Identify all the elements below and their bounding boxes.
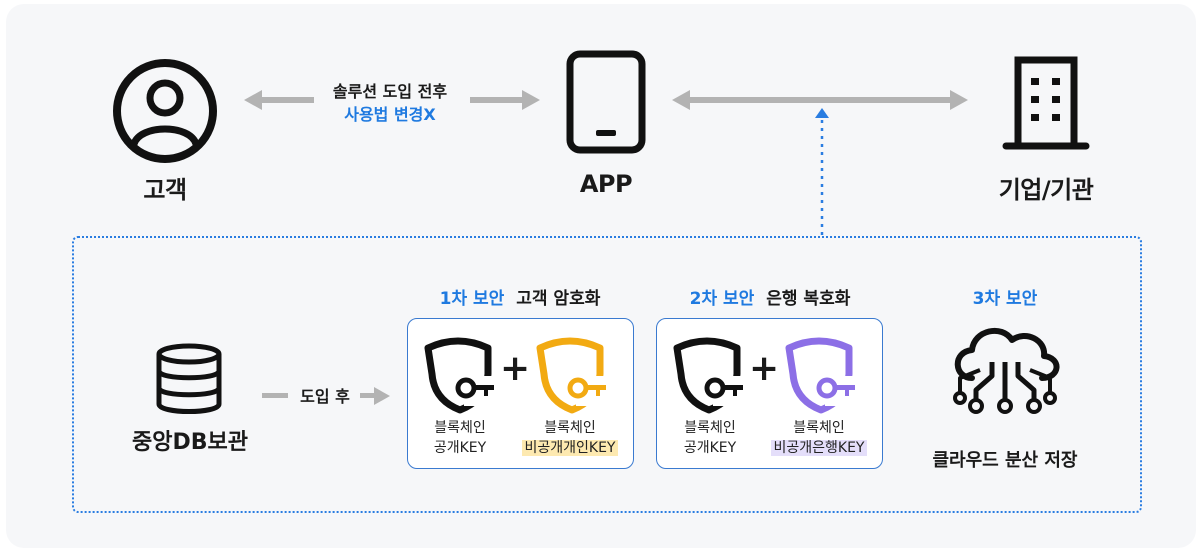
security1-num: 1차 보안	[439, 289, 505, 309]
security1-key-b-line2: 비공개개인KEY	[521, 440, 619, 456]
shield-key-icon	[785, 337, 855, 414]
after-intro-arrow	[262, 387, 390, 405]
customer-app-arrow	[244, 90, 540, 110]
security1-key-a: 블록체인 공개KEY	[415, 418, 505, 458]
institution-label: 기업/기관	[998, 176, 1094, 204]
security2-key-b: 블록체인 비공개은행KEY	[757, 418, 881, 458]
security2-key-b-line2: 비공개은행KEY	[770, 440, 868, 456]
shield-key-icon	[424, 337, 494, 414]
database-icon	[156, 343, 222, 414]
cloud-storage-label: 클라우드 분산 저장	[932, 450, 1078, 471]
security1-desc: 고객 암호화	[516, 289, 601, 309]
security1-key-b: 블록체인 비공개개인KEY	[508, 418, 632, 458]
security2-plus: +	[749, 348, 780, 389]
security2-key-b-line1: 블록체인	[793, 420, 845, 436]
after-intro-label: 도입 후	[300, 387, 350, 406]
security2-key-a-line1: 블록체인	[684, 420, 736, 436]
security2-desc: 은행 복호화	[766, 289, 851, 309]
security1-plus: +	[500, 348, 531, 389]
user-circle-icon	[113, 59, 217, 163]
solution-note-line1: 솔루션 도입 전후	[332, 82, 448, 101]
building-icon	[1002, 56, 1090, 150]
security1-key-a-line1: 블록체인	[434, 420, 486, 436]
customer-label: 고객	[143, 176, 187, 204]
vertical-dotted-arrow	[815, 108, 829, 236]
security2-num: 2차 보안	[689, 289, 755, 309]
central-db-label: 중앙DB보관	[132, 430, 248, 455]
security2-title: 2차 보안 은행 복호화	[654, 284, 886, 309]
tablet-icon	[566, 50, 646, 154]
security1-key-a-line2: 공개KEY	[433, 440, 487, 456]
security2-key-a: 블록체인 공개KEY	[665, 418, 755, 458]
security3-num: 3차 보안	[972, 289, 1038, 309]
app-label: APP	[579, 170, 633, 198]
cloud-network-icon	[953, 328, 1060, 414]
shield-key-icon	[536, 337, 606, 414]
app-institution-arrow	[672, 90, 968, 110]
solution-note-line2: 사용법 변경X	[344, 105, 436, 124]
after-intro-boundary	[72, 236, 1142, 513]
shield-key-icon	[673, 337, 743, 414]
security1-title: 1차 보안 고객 암호화	[404, 284, 636, 309]
security2-key-a-line2: 공개KEY	[683, 440, 737, 456]
security1-key-b-line1: 블록체인	[544, 420, 596, 436]
